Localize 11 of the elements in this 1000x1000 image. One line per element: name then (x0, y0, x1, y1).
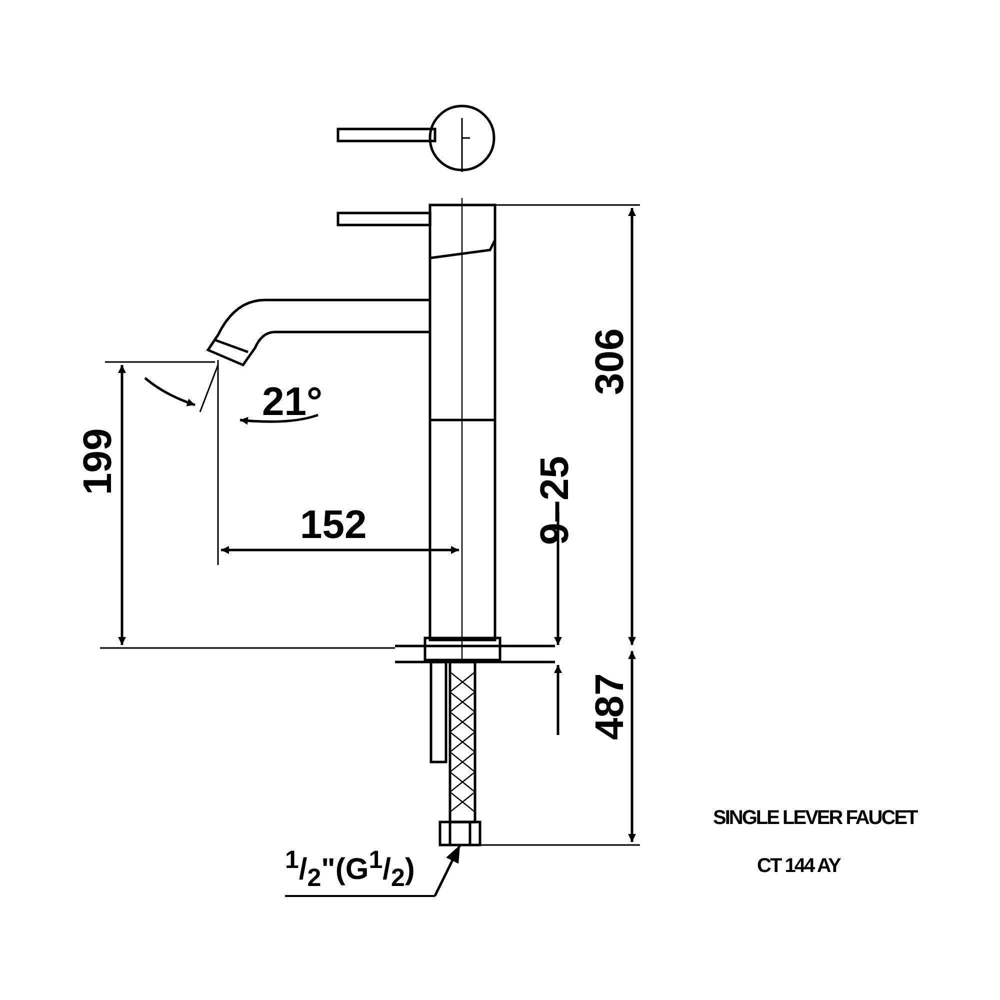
thread-size-label: $^{1}$/$_{2}$"(G$^{1}$/$_{2}$) (285, 848, 435, 897)
dimension-label: 9–25 (535, 456, 575, 545)
leader-line (434, 844, 462, 897)
product-title: SINGLE LEVER FAUCET (713, 808, 917, 828)
angle-label: 21° (262, 382, 322, 422)
model-number: CT 144 AY (757, 856, 840, 876)
hose-connector-nut (438, 820, 482, 846)
dimension-label: 487 (590, 673, 630, 740)
dimension-label: 152 (300, 505, 367, 545)
dimension-label: 199 (78, 428, 118, 495)
dimension-label: 306 (590, 328, 630, 395)
